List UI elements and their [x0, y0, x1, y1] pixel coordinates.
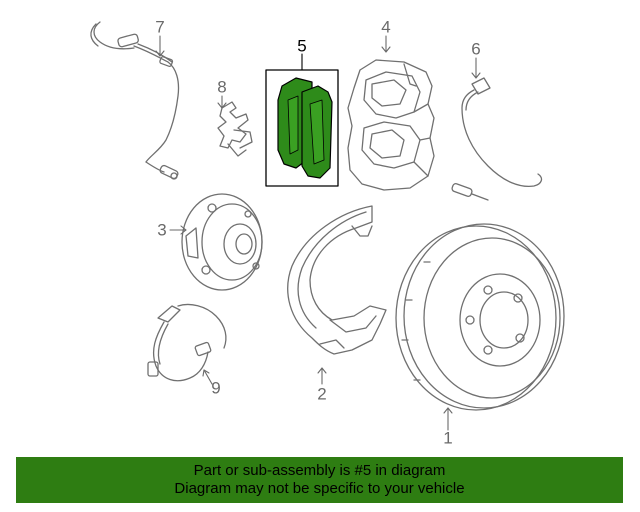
parts-diagram: [90, 21, 565, 431]
callout-9: 9: [211, 378, 221, 398]
callout-6: 6: [471, 39, 481, 59]
callout-1: 1: [443, 428, 453, 448]
banner-line-1: Part or sub-assembly is #5 in diagram: [193, 462, 446, 479]
part-1-brake-rotor[interactable]: [395, 223, 565, 411]
callout-2: 2: [317, 384, 327, 404]
part-2-dust-shield[interactable]: [287, 205, 387, 355]
part-6-wear-sensor[interactable]: [451, 77, 543, 201]
callout-3: 3: [157, 220, 167, 240]
part-3-wheel-hub[interactable]: [181, 193, 263, 291]
leader-lines: [155, 35, 481, 431]
part-5-brake-pads[interactable]: [265, 69, 339, 187]
callout-4: 4: [381, 17, 391, 37]
callout-7: 7: [155, 17, 165, 37]
part-4-caliper[interactable]: [347, 59, 435, 191]
part-8-clip[interactable]: [217, 101, 253, 157]
part-7-speed-sensor[interactable]: [90, 21, 180, 180]
callout-5: 5: [297, 36, 307, 56]
part-9-brake-hose[interactable]: [147, 303, 227, 382]
callout-8: 8: [217, 77, 227, 97]
banner-line-2: Diagram may not be specific to your vehi…: [174, 480, 465, 497]
info-banner: Part or sub-assembly is #5 in diagram Di…: [16, 457, 623, 503]
